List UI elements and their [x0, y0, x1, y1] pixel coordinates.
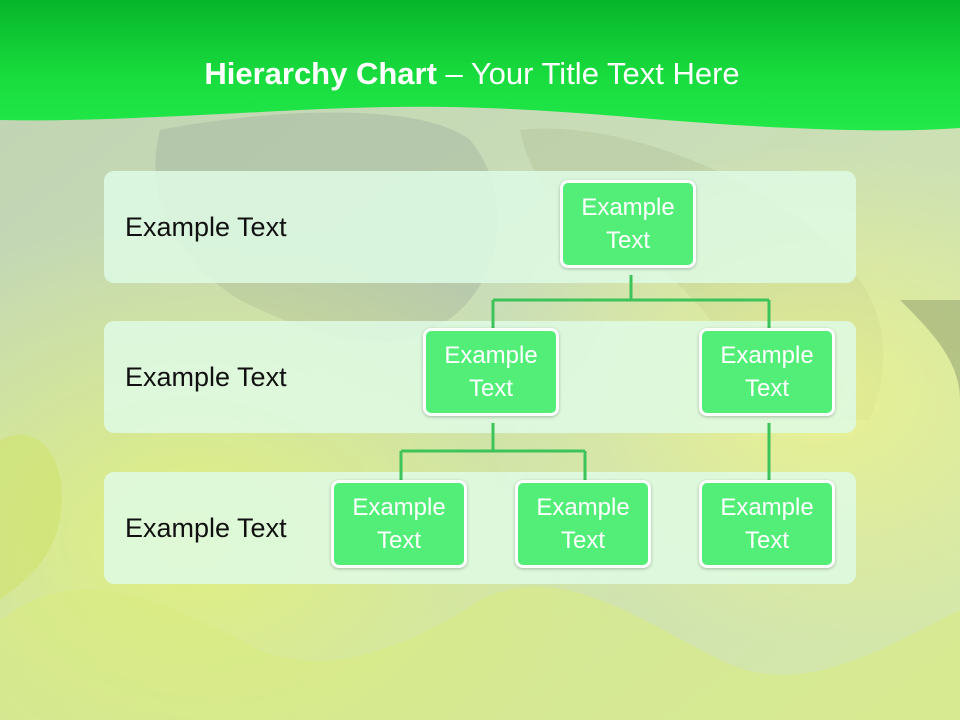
level-label-1: Example Text: [125, 212, 287, 242]
connector-root-to-mid: [491, 275, 771, 330]
level-label-3: Example Text: [125, 513, 287, 543]
org-node-root[interactable]: Example Text: [560, 180, 696, 268]
title-bold: Hierarchy Chart: [204, 56, 437, 91]
org-node-level3-3-text: Example Text: [720, 494, 814, 554]
level-band-1: [104, 171, 856, 283]
slide-title: Hierarchy Chart – Your Title Text Here: [0, 52, 944, 96]
org-node-level3-2[interactable]: Example Text: [515, 480, 651, 568]
org-node-level3-2-text: Example Text: [536, 494, 630, 554]
title-rest: – Your Title Text Here: [436, 56, 740, 91]
org-node-level2-a[interactable]: Example Text: [423, 328, 559, 416]
level-label-2: Example Text: [125, 362, 287, 392]
org-node-level2-b[interactable]: Example Text: [699, 328, 835, 416]
org-node-level3-3[interactable]: Example Text: [699, 480, 835, 568]
org-node-level2-a-text: Example Text: [444, 342, 538, 402]
org-node-level3-1[interactable]: Example Text: [331, 480, 467, 568]
org-node-root-text: Example Text: [581, 194, 675, 254]
org-node-level2-b-text: Example Text: [720, 342, 814, 402]
org-node-level3-1-text: Example Text: [352, 494, 446, 554]
connector-mid-a-to-leaves: [399, 423, 587, 482]
